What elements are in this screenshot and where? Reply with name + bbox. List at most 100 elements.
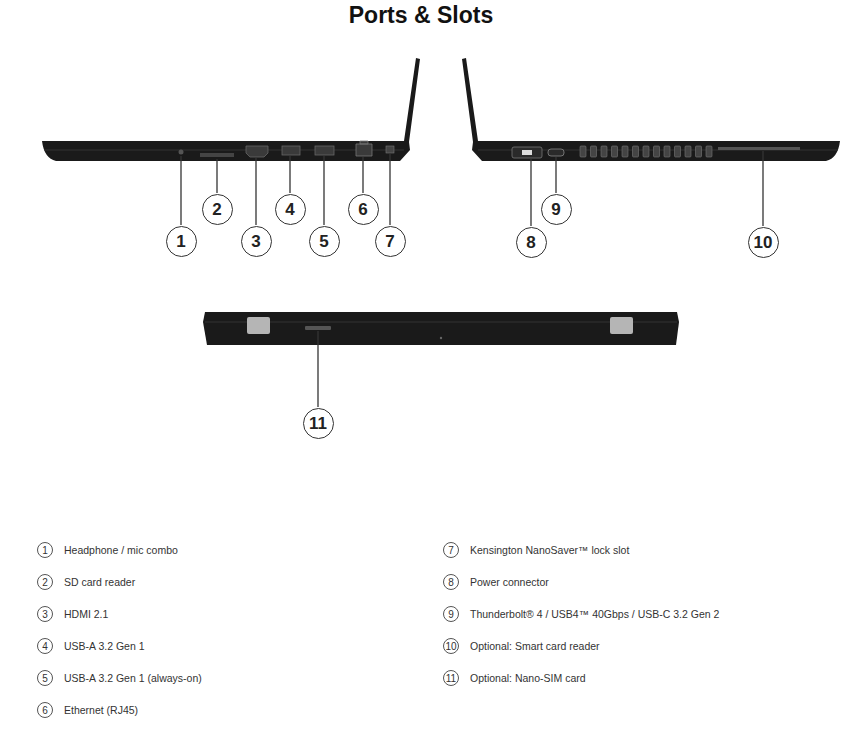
vent-slot [612,146,618,157]
leader-line [389,154,390,225]
vent-slot [643,146,649,157]
leader-line [362,157,363,193]
legend-row: 1 Headphone / mic combo [37,542,178,558]
legend-number: 9 [443,606,459,622]
callout-circle: 3 [241,226,272,257]
leader-line [323,156,324,225]
hinge [610,317,633,334]
port-description: USB-A 3.2 Gen 1 (always-on) [64,672,202,684]
leader-lines [181,151,763,407]
laptop-left-side [42,58,420,161]
callout-circle: 9 [541,194,572,225]
callout-number: 6 [358,201,367,218]
vent-slot [654,146,660,157]
leader-line [530,159,531,226]
smart-card-slot [718,147,800,150]
callout-circle: 10 [748,227,779,258]
legend-number: 5 [37,670,53,686]
callout-circle: 6 [348,194,379,225]
vent-slot [664,146,670,157]
usb-a-port [282,146,300,155]
hdmi-port [246,146,268,157]
leader-line [289,156,290,193]
laptop-right-side [462,58,840,161]
legend-number: 3 [37,606,53,622]
vent-slot [706,146,712,157]
callout-number: 8 [526,234,535,251]
power-connector [522,150,532,155]
body-seam [205,322,677,323]
legend-number: 11 [443,670,459,686]
legend-number: 6 [37,702,53,718]
leader-line [180,156,181,225]
legend-number: 10 [443,638,459,654]
legend-row: 6 Ethernet (RJ45) [37,702,138,718]
vent-slot [601,146,607,157]
usb-c-port [548,149,564,156]
callout-number: 2 [212,201,221,218]
legend-number: 2 [37,574,53,590]
leader-line [255,158,256,225]
vent-slot [633,146,639,157]
callout-number: 9 [551,201,560,218]
legend-row: 10 Optional: Smart card reader [443,638,600,654]
headphone-jack [179,150,184,155]
callout-number: 5 [319,233,328,250]
hinge [247,317,270,334]
legend-number: 7 [443,542,459,558]
body-seam [44,150,404,151]
callout-number: 1 [176,233,185,250]
callout-circle: 7 [375,226,406,257]
legend-number: 4 [37,638,53,654]
legend-row: 9 Thunderbolt® 4 / USB4™ 40Gbps / USB-C 3… [443,606,719,622]
callout-circle: 4 [275,194,306,225]
port-description: Power connector [470,576,549,588]
callout-number: 7 [385,233,394,250]
usb-a-port [315,146,334,155]
vent-slot [675,146,681,157]
page-title: Ports & Slots [0,2,842,29]
callout-circle: 1 [166,226,197,257]
legend-number: 1 [37,542,53,558]
legend-row: 3 HDMI 2.1 [37,606,108,622]
power-connector [512,147,542,158]
port-description: Optional: Nano-SIM card [470,672,586,684]
leader-line [317,331,318,407]
legend-row: 11 Optional: Nano-SIM card [443,670,586,686]
leader-line [216,159,217,193]
vent-slot [685,146,691,157]
legend-row: 4 USB-A 3.2 Gen 1 [37,638,145,654]
vent-slots [580,146,712,157]
callout-circle: 5 [309,226,340,257]
port-description: SD card reader [64,576,135,588]
callout-circle: 8 [516,227,547,258]
port-description: Ethernet (RJ45) [64,704,138,716]
callout-number: 10 [754,234,773,251]
callout-circle: 11 [303,408,334,439]
vent-slot [591,146,597,157]
vent-slot [696,146,702,157]
legend-row: 8 Power connector [443,574,549,590]
callout-circle: 2 [202,194,233,225]
laptop-rear [203,312,679,345]
pinhole [440,337,442,339]
lock-slot [386,146,394,153]
port-description: USB-A 3.2 Gen 1 [64,640,145,652]
port-description: Thunderbolt® 4 / USB4™ 40Gbps / USB-C 3.… [470,608,719,620]
callout-number: 3 [251,233,260,250]
leader-line [762,151,763,226]
legend-row: 7 Kensington NanoSaver™ lock slot [443,542,629,558]
port-description: HDMI 2.1 [64,608,108,620]
callout-number: 11 [309,415,327,432]
legend-row: 5 USB-A 3.2 Gen 1 (always-on) [37,670,202,686]
port-description: Optional: Smart card reader [470,640,600,652]
port-description: Headphone / mic combo [64,544,178,556]
vent-slot [580,146,586,157]
legend-number: 8 [443,574,459,590]
vent-slot [622,146,628,157]
sd-slot [200,153,234,157]
sim-slot [305,326,331,330]
legend-row: 2 SD card reader [37,574,135,590]
port-description: Kensington NanoSaver™ lock slot [470,544,629,556]
